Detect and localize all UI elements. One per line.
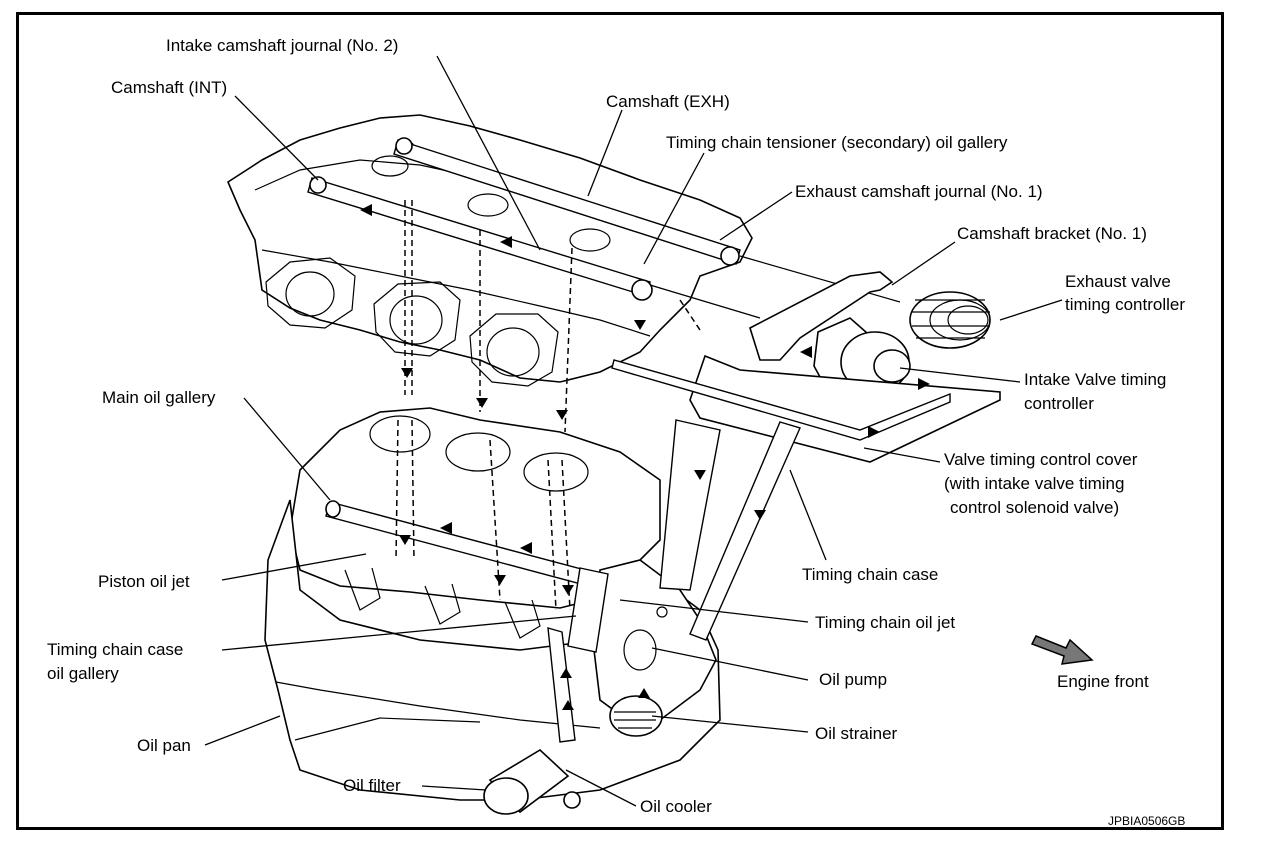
oil-flow-passages bbox=[395, 200, 701, 611]
label-oil-filter: Oil filter bbox=[343, 776, 401, 795]
leader-lines bbox=[204, 55, 1063, 807]
oil-pipes bbox=[547, 419, 801, 743]
label-chain-case-gallery-line1: Timing chain case bbox=[47, 640, 184, 659]
label-engine-front: Engine front bbox=[1057, 672, 1149, 691]
label-oil-strainer: Oil strainer bbox=[815, 724, 898, 743]
label-piston-oil-jet: Piston oil jet bbox=[98, 572, 190, 591]
figure-code: JPBIA0506GB bbox=[1108, 814, 1186, 828]
label-timing-chain-oil-jet: Timing chain oil jet bbox=[815, 613, 956, 632]
label-intake-vtc-line2: controller bbox=[1024, 394, 1094, 413]
oil-pan bbox=[264, 499, 721, 801]
label-oil-pan: Oil pan bbox=[137, 736, 191, 755]
label-vtc-cover-line3: control solenoid valve) bbox=[950, 498, 1120, 517]
label-intake-camshaft-journal: Intake camshaft journal (No. 2) bbox=[166, 36, 399, 55]
label-exhaust-vtc-line2: timing controller bbox=[1065, 295, 1185, 314]
label-tensioner-oil-gallery: Timing chain tensioner (secondary) oil g… bbox=[666, 133, 1008, 152]
engine-front-arrow bbox=[1030, 635, 1094, 665]
label-chain-case-gallery-line2: oil gallery bbox=[47, 664, 119, 683]
flow-arrows bbox=[360, 204, 930, 710]
camshafts bbox=[307, 137, 901, 319]
label-oil-cooler: Oil cooler bbox=[640, 797, 712, 816]
vtc-components bbox=[611, 271, 1001, 463]
label-main-oil-gallery: Main oil gallery bbox=[102, 388, 216, 407]
label-exhaust-vtc-line1: Exhaust valve bbox=[1065, 272, 1171, 291]
label-vtc-cover-line1: Valve timing control cover bbox=[944, 450, 1138, 469]
label-camshaft-int: Camshaft (INT) bbox=[111, 78, 228, 97]
label-intake-vtc-line1: Intake Valve timing bbox=[1024, 370, 1167, 389]
label-vtc-cover-line2: (with intake valve timing bbox=[944, 474, 1125, 493]
oil-filter bbox=[483, 749, 581, 815]
label-camshaft-bracket: Camshaft bracket (No. 1) bbox=[957, 224, 1147, 243]
label-oil-pump: Oil pump bbox=[819, 670, 888, 689]
label-timing-chain-case: Timing chain case bbox=[802, 565, 939, 584]
label-exhaust-camshaft-journal: Exhaust camshaft journal (No. 1) bbox=[795, 182, 1043, 201]
label-camshaft-exh: Camshaft (EXH) bbox=[606, 92, 730, 111]
